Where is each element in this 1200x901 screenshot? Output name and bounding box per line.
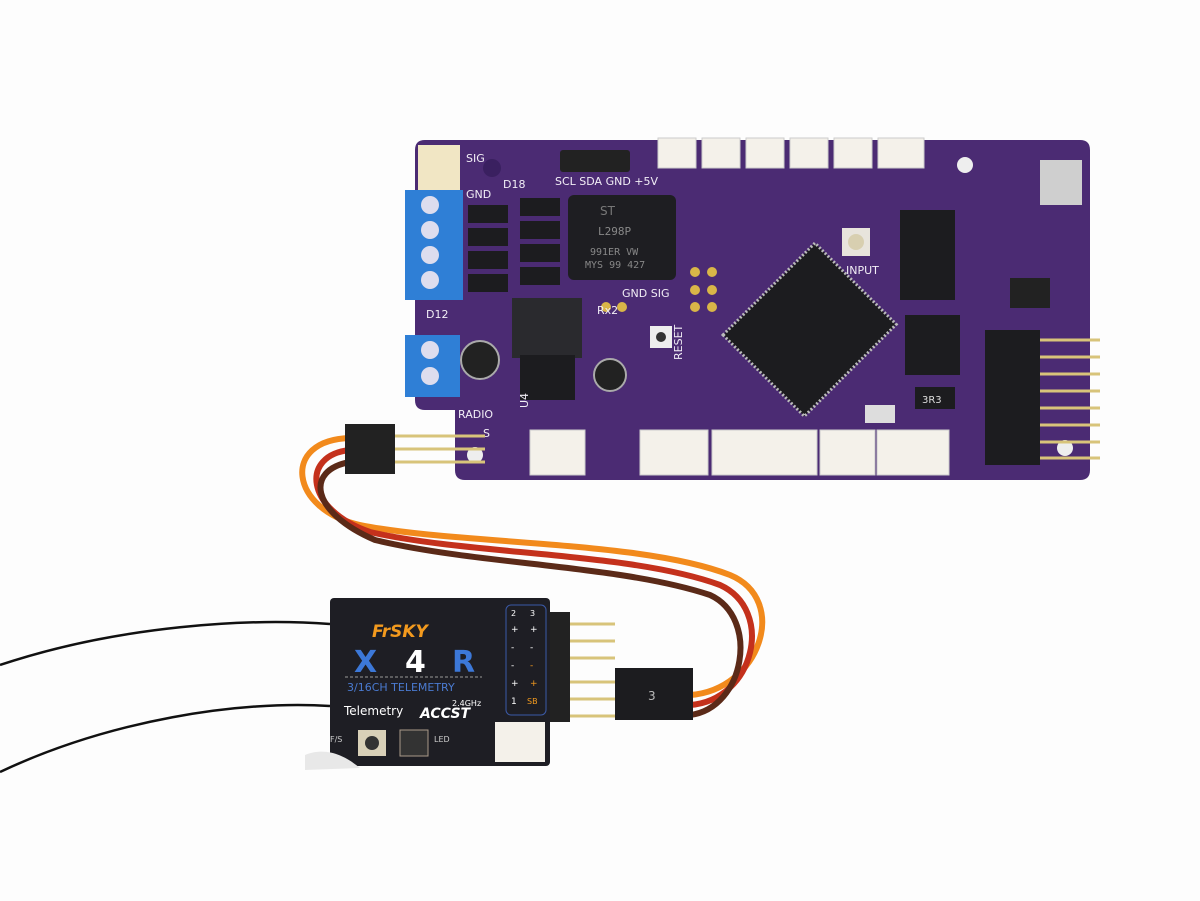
accst-logo: ACCST — [419, 706, 472, 722]
pin-label: - — [511, 643, 514, 653]
s-label: S — [483, 427, 490, 440]
servo-pin-header — [985, 330, 1100, 465]
slide-switch[interactable] — [865, 405, 895, 423]
chip-line2: 991ER VW — [590, 247, 639, 258]
chip-brand: ST — [600, 204, 616, 218]
status-led — [399, 729, 429, 757]
receiver-pins — [570, 622, 615, 718]
pin-label: + — [511, 679, 519, 689]
capacitor-2 — [593, 358, 627, 392]
reset-label: RESET — [672, 324, 685, 360]
pin-label: - — [530, 661, 533, 671]
capacitor-1 — [460, 340, 500, 380]
pin-col-2: 2 — [511, 609, 516, 618]
sbus-connector — [495, 722, 545, 762]
antenna-wire-1 — [0, 620, 331, 667]
radio-terminal-block — [405, 335, 460, 397]
pin-label: 1 — [511, 697, 517, 707]
dip-switch — [900, 210, 955, 300]
d12-label: D12 — [426, 308, 448, 321]
i2c-pin-labels: SCL SDA GND +5V — [555, 175, 659, 188]
receiver-subtitle: 3/16CH TELEMETRY — [347, 681, 455, 694]
rx2-pin-labels: GND SIG — [622, 287, 669, 300]
frsky-x4r-receiver: 3 FrSKY X 4 R 3/16CH TELEMETRY Telemetry… — [305, 598, 693, 770]
gnd-label: GND — [466, 188, 491, 201]
model-letter-1: X — [354, 645, 377, 680]
input-label: INPUT — [846, 264, 879, 277]
model-letter-2: 4 — [405, 645, 426, 680]
u4-label: U4 — [518, 393, 531, 408]
top-connectors — [657, 137, 925, 169]
chip-part: L298P — [598, 225, 631, 238]
board-side-pins — [395, 434, 485, 464]
d18-label: D18 — [503, 178, 525, 191]
model-letter-3: R — [452, 645, 475, 680]
antenna-wire-2 — [0, 703, 331, 774]
pin-label: + — [511, 625, 519, 635]
gold-pads — [601, 267, 717, 312]
chip-line3: MYS 99 427 — [585, 260, 645, 271]
rx2-label: Rx2 — [597, 304, 618, 317]
board-side-plug — [345, 424, 395, 474]
pin-polarity-labels: + + - - - - + + 1 SB — [511, 625, 538, 707]
i2c-header — [560, 150, 630, 172]
sig-connector — [418, 145, 460, 190]
frequency-label: 2.4GHz — [452, 699, 481, 708]
microcontroller — [720, 240, 899, 419]
inductor-3r3 — [915, 387, 955, 409]
servo-cable — [299, 435, 766, 718]
pin-label: - — [511, 661, 514, 671]
receiver-plug — [615, 668, 693, 720]
pin-label: + — [530, 625, 538, 635]
serial-chip — [905, 315, 960, 375]
bottom-connectors — [529, 429, 950, 476]
sig-label: SIG — [466, 152, 485, 165]
frsky-brand: FrSKY — [372, 622, 430, 642]
usb-port — [1040, 160, 1082, 205]
l298p-chip: ST L298P 991ER VW MYS 99 427 — [568, 195, 676, 280]
flight-controller-board: ST L298P 991ER VW MYS 99 427 SCL SDA GND… — [405, 137, 1100, 480]
pin-col-3: 3 — [530, 609, 535, 618]
radio-label: RADIO — [458, 408, 493, 421]
fs-label: F/S — [330, 735, 342, 744]
plug-label: 3 — [648, 689, 656, 703]
led-label: LED — [434, 735, 450, 744]
voltage-regulator — [512, 298, 582, 358]
diodes — [468, 198, 560, 292]
pin-label: SB — [527, 697, 538, 706]
pin-label: - — [530, 643, 533, 653]
inductor-label: 3R3 — [922, 395, 942, 406]
pin-label: + — [530, 679, 538, 689]
programming-header — [1010, 278, 1050, 308]
telemetry-logo: Telemetry — [343, 704, 403, 718]
power-terminal-block — [405, 190, 463, 300]
